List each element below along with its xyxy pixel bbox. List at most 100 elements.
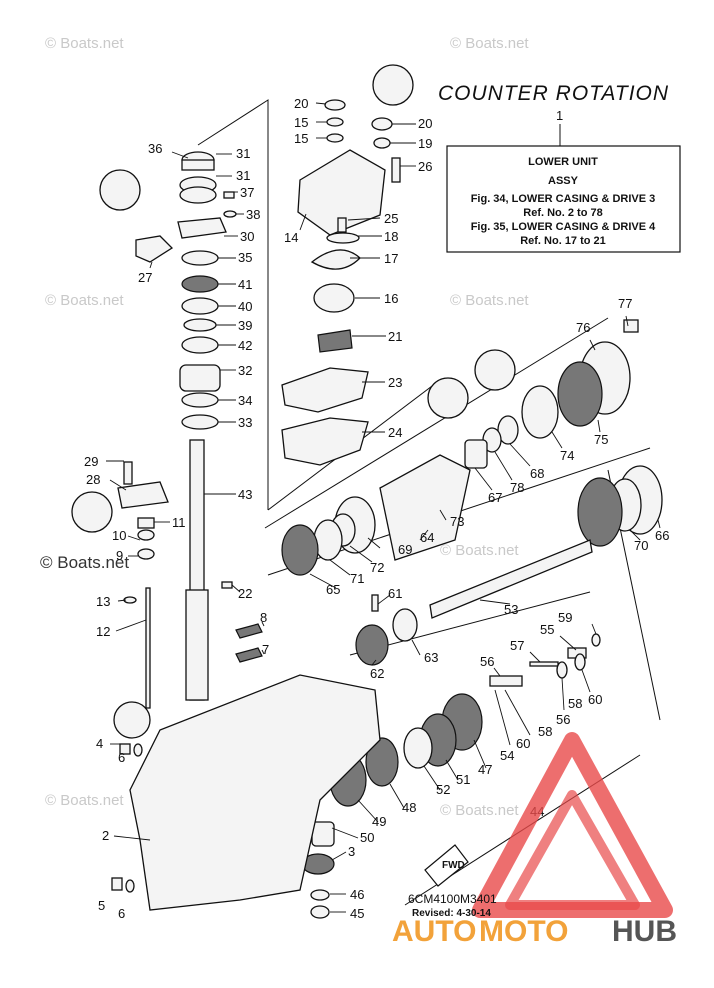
part-45 <box>310 905 330 919</box>
callout-label: 60 <box>588 692 602 707</box>
callout-label: 49 <box>372 814 386 829</box>
detail-circle-2 <box>372 64 414 106</box>
callout-label: 9 <box>116 548 123 563</box>
callout-label: 13 <box>96 594 110 609</box>
callout-label: 37 <box>240 185 254 200</box>
watermark: © Boats.net <box>440 802 519 819</box>
detail-circle-6 <box>71 491 113 533</box>
callout-label: 21 <box>388 329 402 344</box>
part-17 <box>310 249 361 270</box>
part-2 <box>129 674 381 911</box>
callout-label: 58 <box>568 696 582 711</box>
part-7 <box>235 647 263 663</box>
info-line: Ref. No. 2 to 78 <box>523 207 602 219</box>
watermark: © Boats.net <box>45 792 124 809</box>
callout-label: 26 <box>418 159 432 174</box>
detail-circle-4 <box>427 377 469 419</box>
part-74 <box>521 385 559 439</box>
callout-label: 12 <box>96 624 110 639</box>
part-9 <box>137 548 155 560</box>
callout-label: 32 <box>238 363 252 378</box>
callout-label: 40 <box>238 299 252 314</box>
part-15a <box>326 117 344 127</box>
brand-logo <box>472 732 673 918</box>
part-56-shaft <box>489 675 523 687</box>
callout-label: 59 <box>558 610 572 625</box>
callout-label: 64 <box>420 530 434 545</box>
part-36-body <box>181 159 215 171</box>
callout-label: 70 <box>634 538 648 553</box>
callout-label: 22 <box>238 586 252 601</box>
callout-labels: 36 31 31 37 38 30 27 35 41 40 39 42 32 3… <box>84 96 669 921</box>
part-4 <box>119 743 131 755</box>
callout-label: 29 <box>84 454 98 469</box>
callout-label: 15 <box>294 115 308 130</box>
part-27 <box>135 235 174 263</box>
callout-label: 63 <box>424 650 438 665</box>
callout-label: 5 <box>98 898 105 913</box>
info-line: LOWER UNIT <box>528 156 598 168</box>
part-65 <box>281 524 319 576</box>
part-46 <box>310 889 330 901</box>
callout-label: 15 <box>294 131 308 146</box>
part-77 <box>623 319 639 333</box>
callout-label: 31 <box>236 168 250 183</box>
brand-text-moto: MOTO <box>479 915 568 948</box>
part-22 <box>221 581 233 589</box>
callout-label: 74 <box>560 448 574 463</box>
callout-label: 20 <box>418 116 432 131</box>
part-15b <box>326 133 344 143</box>
callout-label: 61 <box>388 586 402 601</box>
part-59 <box>591 633 601 647</box>
callout-label: 17 <box>384 251 398 266</box>
lower-casing <box>71 461 381 911</box>
callout-label: 52 <box>436 782 450 797</box>
callout-label: 56 <box>556 712 570 727</box>
part-14 <box>297 149 386 236</box>
part-21 <box>317 329 353 353</box>
part-26 <box>391 157 401 183</box>
watermark: © Boats.net <box>45 35 124 52</box>
watermark-group: © Boats.net © Boats.net © Boats.net © Bo… <box>40 35 529 819</box>
callout-label: 51 <box>456 772 470 787</box>
callout-label: 54 <box>500 748 514 763</box>
part-33 <box>181 414 219 430</box>
part-52 <box>403 727 433 769</box>
diagram-title: COUNTER ROTATION <box>438 82 669 105</box>
callout-label: 50 <box>360 830 374 845</box>
callout-label: 42 <box>238 338 252 353</box>
part-43-lower <box>185 589 209 701</box>
callout-label: 71 <box>350 571 364 586</box>
callout-label: 28 <box>86 472 100 487</box>
callout-label: 57 <box>510 638 524 653</box>
part-68 <box>497 415 519 445</box>
part-63 <box>392 608 418 642</box>
part-75 <box>557 361 603 427</box>
info-line: Ref. No. 17 to 21 <box>520 235 606 247</box>
fwd-arrow: FWD <box>424 844 469 887</box>
callout-label: 4 <box>96 736 103 751</box>
callout-label: 10 <box>112 528 126 543</box>
part-25 <box>337 217 347 233</box>
part-67 <box>464 439 488 469</box>
callout-label: 48 <box>402 800 416 815</box>
callout-label: 11 <box>172 515 186 530</box>
fwd-label: FWD <box>442 860 465 871</box>
callout-label: 25 <box>384 211 398 226</box>
part-40 <box>181 297 219 315</box>
detail-circle-1 <box>99 169 141 211</box>
brand-text-auto: AUTO <box>392 915 476 948</box>
part-58 <box>556 661 568 679</box>
part-24 <box>281 417 369 466</box>
part-60 <box>574 653 586 671</box>
callout-label: 47 <box>478 762 492 777</box>
callout-label: 69 <box>398 542 412 557</box>
callout-label: 2 <box>102 828 109 843</box>
callout-label: 14 <box>284 230 298 245</box>
callout-label: 43 <box>238 487 252 502</box>
watermark: © Boats.net <box>450 35 529 52</box>
detail-circle-3 <box>474 349 516 391</box>
part-42 <box>181 336 219 354</box>
info-line: Fig. 35, LOWER CASING & DRIVE 4 <box>471 221 656 233</box>
